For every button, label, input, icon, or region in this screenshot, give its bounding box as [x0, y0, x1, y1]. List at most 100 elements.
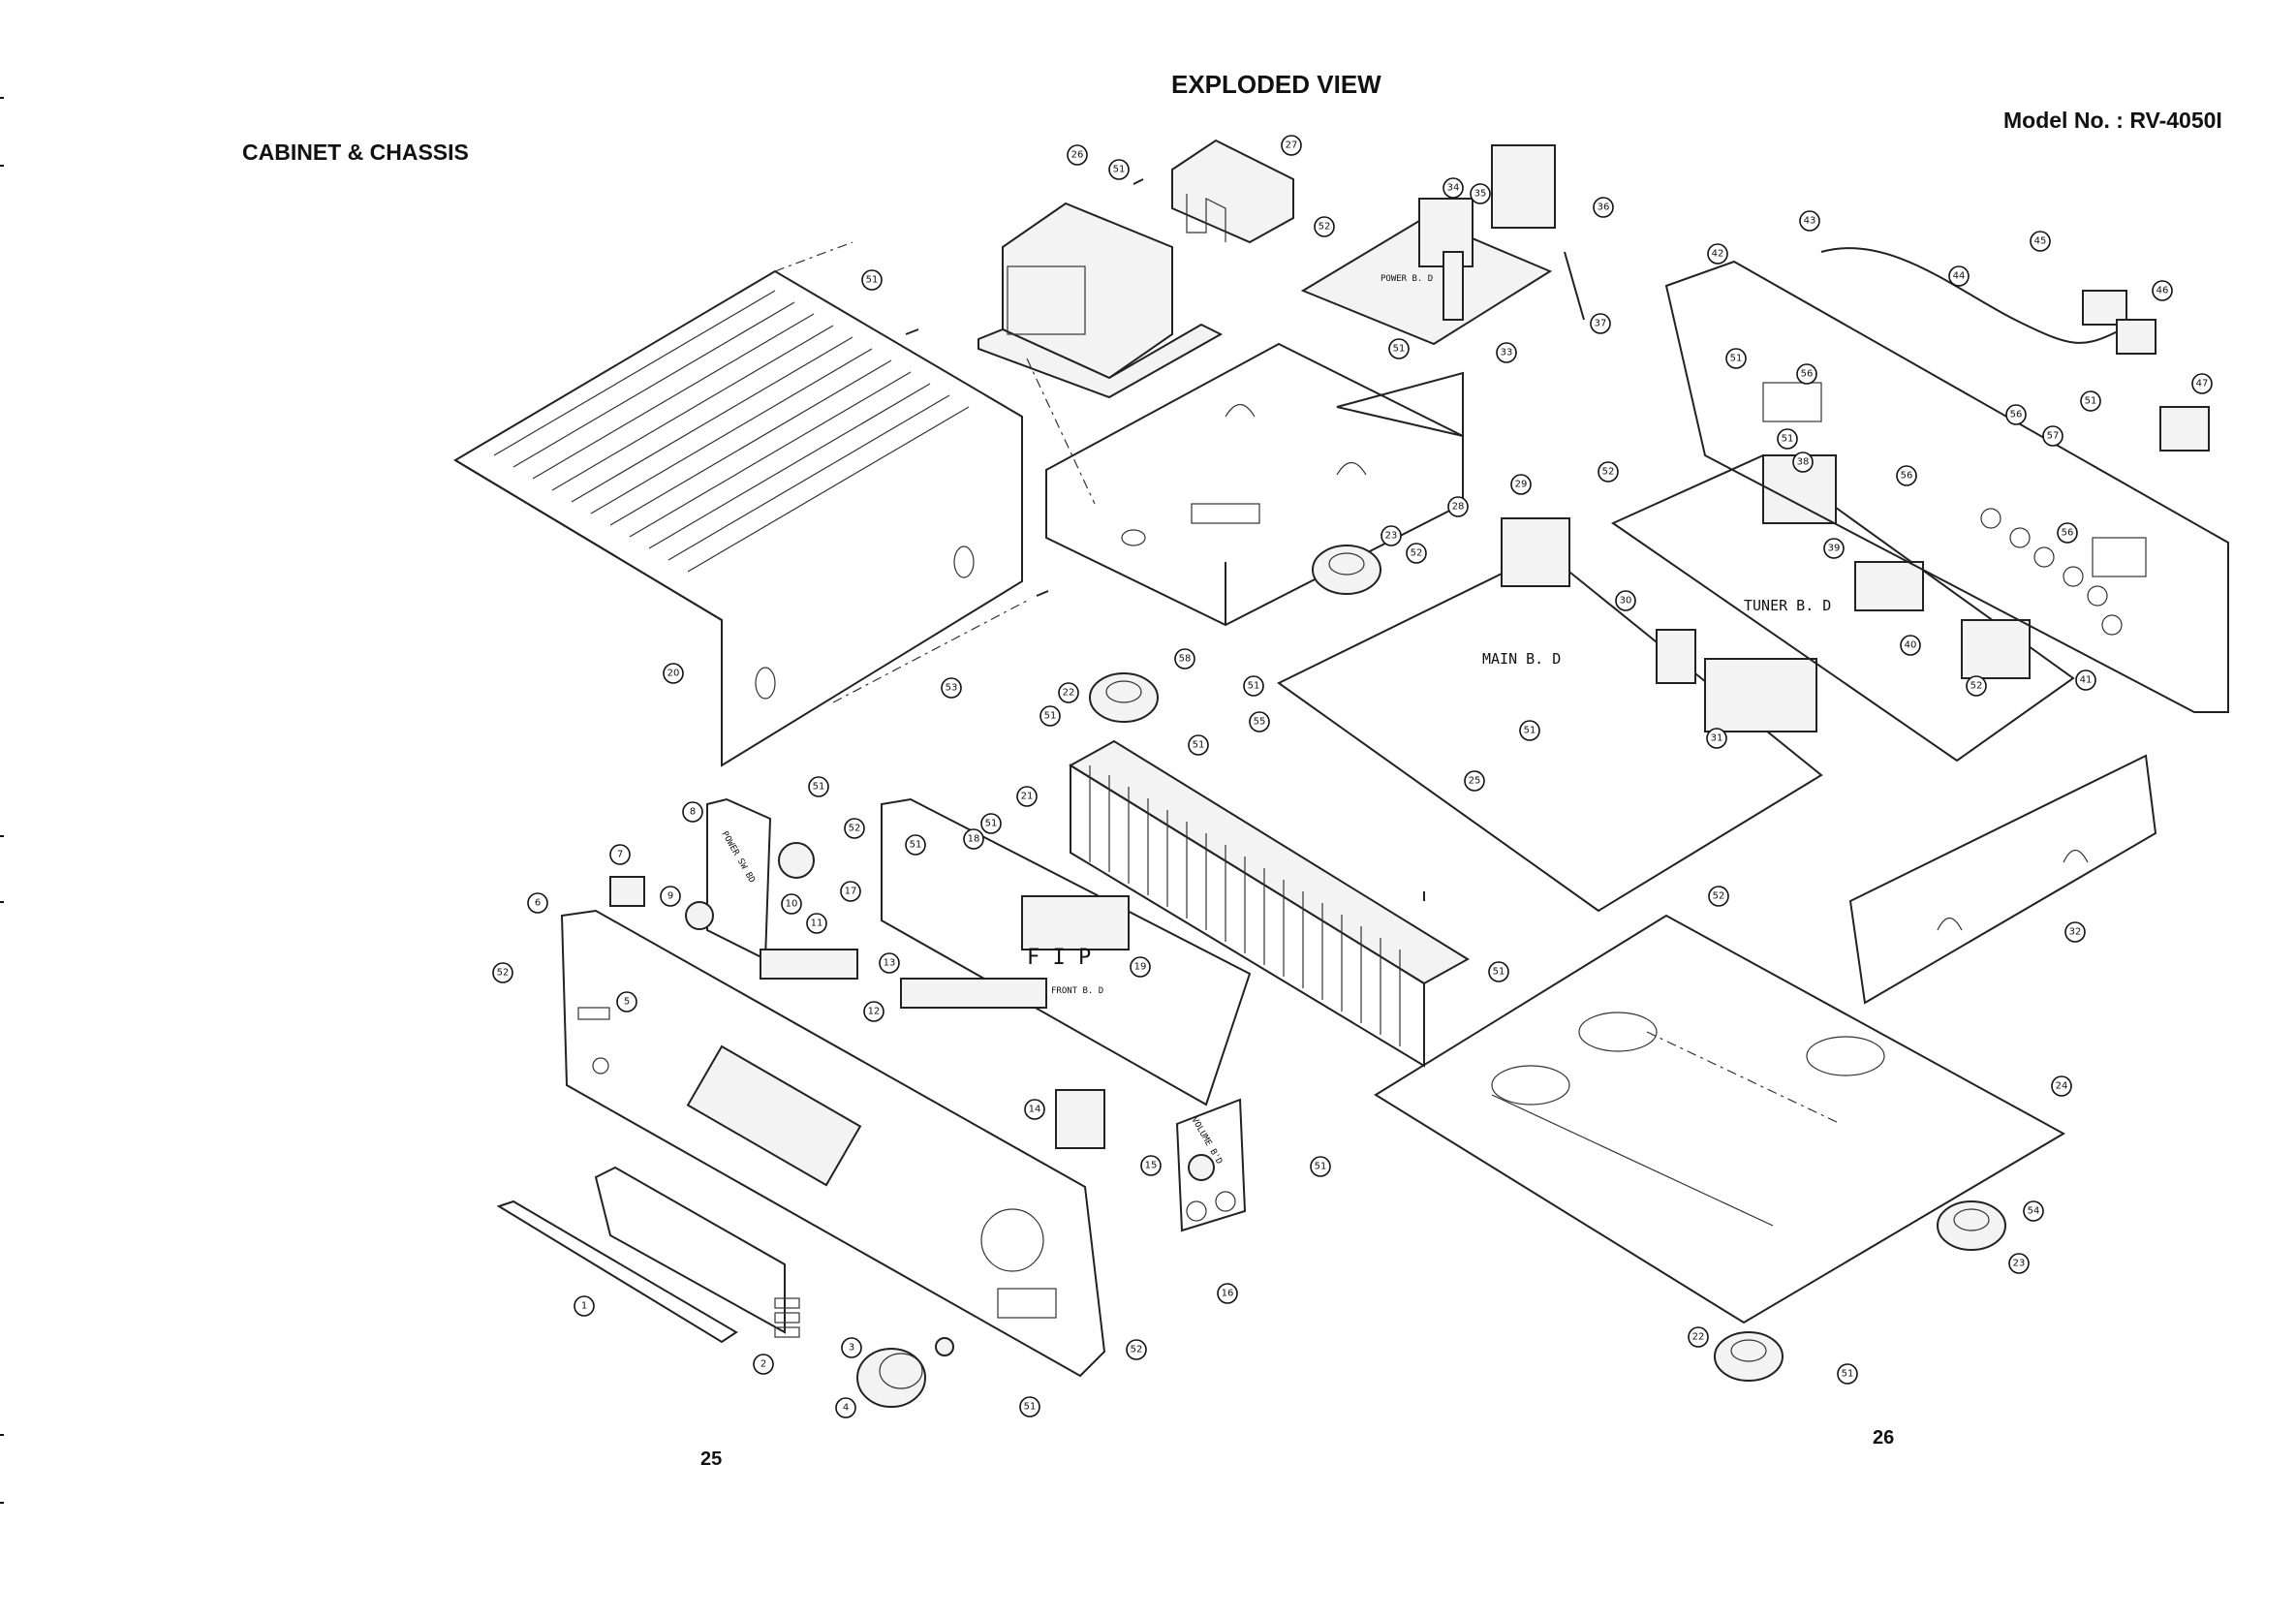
power-switch-board: POWER SW BD [609, 797, 815, 961]
callout-13: 13 [879, 952, 900, 974]
foot [1089, 672, 1159, 723]
callout-23: 23 [1381, 525, 1402, 546]
svg-text:6: 6 [535, 898, 541, 909]
callout-35: 35 [1470, 183, 1491, 204]
callout-56: 56 [1796, 363, 1817, 385]
svg-text:58: 58 [1179, 654, 1192, 665]
svg-text:44: 44 [1953, 271, 1966, 282]
callout-51: 51 [1488, 961, 1509, 982]
svg-text:5: 5 [624, 997, 630, 1008]
svg-text:51: 51 [910, 840, 922, 851]
svg-text:35: 35 [1474, 189, 1487, 200]
callout-51: 51 [1188, 734, 1209, 756]
callout-15: 15 [1140, 1155, 1162, 1176]
callout-16: 16 [1217, 1283, 1238, 1304]
power-switch-board-label: POWER SW BD [719, 830, 756, 886]
svg-text:34: 34 [1447, 183, 1460, 194]
svg-text:17: 17 [845, 887, 857, 897]
svg-text:8: 8 [690, 807, 696, 818]
callout-36: 36 [1593, 197, 1614, 218]
control-part [760, 949, 858, 980]
svg-text:52: 52 [1602, 467, 1615, 478]
svg-text:38: 38 [1797, 457, 1810, 468]
svg-text:51: 51 [1315, 1162, 1327, 1172]
scan-mark [0, 835, 4, 837]
callout-14: 14 [1024, 1099, 1045, 1120]
front-panel [560, 909, 1106, 1378]
bottom-plate [1374, 914, 2066, 1324]
callout-46: 46 [2152, 280, 2173, 301]
callout-2: 2 [753, 1354, 774, 1375]
callout-34: 34 [1443, 177, 1464, 199]
callout-26: 26 [1067, 144, 1088, 166]
svg-text:51: 51 [985, 819, 998, 829]
callout-51: 51 [861, 269, 883, 291]
svg-text:37: 37 [1595, 319, 1607, 329]
callout-17: 17 [840, 881, 861, 902]
svg-text:54: 54 [2028, 1206, 2040, 1217]
callout-58: 58 [1174, 648, 1195, 670]
svg-text:19: 19 [1134, 962, 1147, 973]
callout-56: 56 [1896, 465, 1917, 486]
svg-text:51: 51 [1493, 967, 1505, 978]
power-cord [1820, 247, 2210, 452]
callout-52: 52 [1708, 886, 1729, 907]
page-title: EXPLODED VIEW [1171, 70, 1381, 99]
heat-sink [1069, 739, 1470, 1068]
front-board: F I P FRONT B. D [881, 797, 1252, 1106]
callout-25: 25 [1464, 770, 1485, 792]
scan-mark [0, 97, 4, 99]
callout-18: 18 [963, 828, 984, 850]
svg-text:43: 43 [1804, 216, 1816, 227]
foot [1312, 545, 1381, 595]
callout-30: 30 [1615, 590, 1636, 611]
svg-text:12: 12 [868, 1007, 881, 1017]
svg-text:52: 52 [849, 824, 861, 834]
svg-text:51: 51 [1044, 711, 1057, 722]
svg-text:52: 52 [1319, 222, 1331, 233]
svg-text:32: 32 [2069, 927, 2082, 938]
svg-text:16: 16 [1222, 1289, 1234, 1299]
callout-51: 51 [905, 834, 926, 856]
svg-text:26: 26 [1071, 150, 1084, 161]
svg-text:52: 52 [497, 968, 510, 979]
svg-text:10: 10 [786, 899, 798, 910]
callout-54: 54 [2023, 1200, 2044, 1222]
model-number: Model No. : RV-4050I [2003, 108, 2222, 133]
callout-9: 9 [660, 886, 681, 907]
svg-text:33: 33 [1501, 348, 1513, 358]
callout-52: 52 [1126, 1339, 1147, 1360]
callout-19: 19 [1130, 956, 1151, 978]
svg-text:51: 51 [1193, 740, 1205, 751]
callout-33: 33 [1496, 342, 1517, 363]
svg-text:51: 51 [1113, 165, 1126, 175]
svg-text:56: 56 [1901, 471, 1913, 482]
main-board: MAIN B. D [1277, 517, 1823, 913]
svg-text:51: 51 [1248, 681, 1260, 692]
svg-text:51: 51 [2085, 396, 2097, 407]
svg-text:56: 56 [2010, 410, 2023, 421]
svg-text:28: 28 [1452, 502, 1465, 513]
callout-45: 45 [2030, 231, 2051, 252]
callout-43: 43 [1799, 210, 1820, 232]
foot [1937, 1200, 2006, 1251]
callout-52: 52 [1598, 461, 1619, 483]
callout-11: 11 [806, 913, 827, 934]
svg-text:51: 51 [1393, 344, 1406, 355]
svg-text:18: 18 [968, 834, 980, 845]
foot [1714, 1331, 1784, 1382]
callout-28: 28 [1447, 496, 1469, 517]
screw [1036, 590, 1049, 597]
callout-52: 52 [844, 818, 865, 839]
svg-text:9: 9 [667, 891, 673, 902]
svg-text:51: 51 [813, 782, 825, 793]
svg-text:51: 51 [1024, 1402, 1037, 1413]
callout-51: 51 [2080, 390, 2101, 412]
svg-text:15: 15 [1145, 1161, 1158, 1171]
svg-text:52: 52 [1131, 1345, 1143, 1355]
svg-text:46: 46 [2156, 286, 2169, 296]
callout-51: 51 [980, 813, 1002, 834]
callout-21: 21 [1016, 786, 1038, 807]
callout-52: 52 [492, 962, 513, 983]
